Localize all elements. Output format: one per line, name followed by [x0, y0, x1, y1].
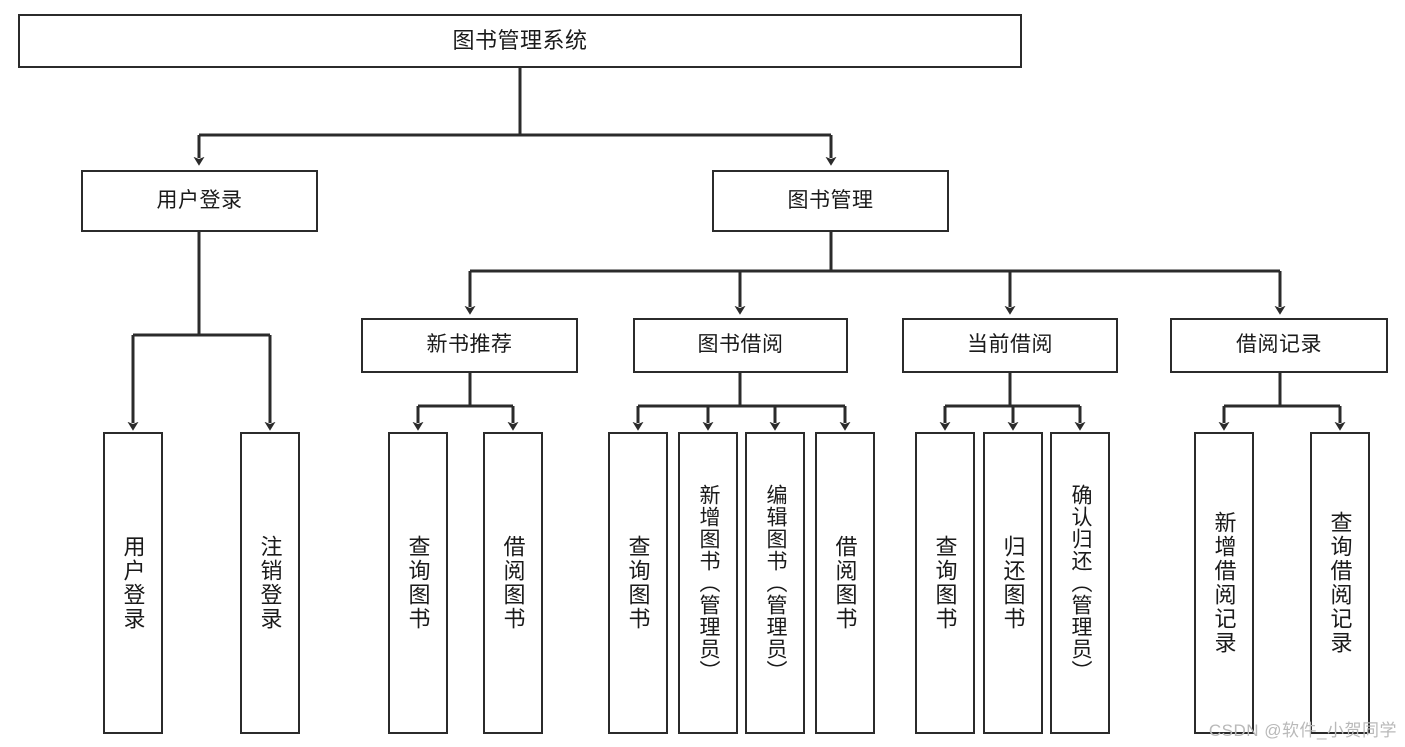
leaf-query-book-borrowing[interactable]: 查询图书 [608, 432, 668, 734]
leaf-edit-book-admin[interactable]: 编辑图书（管理员） [745, 432, 805, 734]
leaf-borrow-book-new-rec[interactable]: 借阅图书 [483, 432, 543, 734]
leaf-query-borrow-record[interactable]: 查询借阅记录 [1310, 432, 1370, 734]
node-label: 确认归还（管理员） [1069, 484, 1093, 682]
node-label: 新增借阅记录 [1211, 511, 1237, 655]
node-label: 新书推荐 [426, 333, 513, 357]
leaf-confirm-return-admin[interactable]: 确认归还（管理员） [1050, 432, 1110, 734]
leaf-logout-login[interactable]: 注销登录 [240, 432, 300, 734]
node-label: 图书借阅 [697, 333, 784, 357]
node-label: 借阅图书 [832, 535, 858, 631]
node-new-book-recommendation[interactable]: 新书推荐 [361, 318, 578, 373]
leaf-query-book-new-rec[interactable]: 查询图书 [388, 432, 448, 734]
node-label: 图书管理系统 [452, 28, 588, 54]
leaf-user-login[interactable]: 用户登录 [103, 432, 163, 734]
leaf-query-book-current[interactable]: 查询图书 [915, 432, 975, 734]
node-label: 用户登录 [120, 535, 146, 631]
node-label: 图书管理 [787, 188, 874, 212]
leaf-borrow-book-borrowing[interactable]: 借阅图书 [815, 432, 875, 734]
leaf-add-borrow-record[interactable]: 新增借阅记录 [1194, 432, 1254, 734]
node-label: 归还图书 [1000, 535, 1026, 631]
csdn-watermark: CSDN @软件_小贺同学 [1208, 721, 1397, 740]
node-label: 用户登录 [156, 188, 243, 212]
node-label: 借阅图书 [500, 535, 526, 631]
node-label: 查询借阅记录 [1327, 511, 1353, 655]
node-current-borrowing[interactable]: 当前借阅 [902, 318, 1118, 373]
node-book-management[interactable]: 图书管理 [712, 170, 949, 232]
node-label: 查询图书 [932, 535, 958, 631]
node-user-login[interactable]: 用户登录 [81, 170, 318, 232]
leaf-return-book[interactable]: 归还图书 [983, 432, 1043, 734]
node-label: 注销登录 [257, 535, 283, 631]
node-book-borrowing[interactable]: 图书借阅 [633, 318, 848, 373]
node-label: 当前借阅 [967, 333, 1053, 357]
node-label: 借阅记录 [1236, 333, 1322, 357]
node-label: 编辑图书（管理员） [764, 484, 788, 682]
leaf-add-book-admin[interactable]: 新增图书（管理员） [678, 432, 738, 734]
node-borrowing-record[interactable]: 借阅记录 [1170, 318, 1388, 373]
node-label: 查询图书 [405, 535, 431, 631]
node-label: 新增图书（管理员） [697, 484, 721, 682]
node-root-book-management-system[interactable]: 图书管理系统 [18, 14, 1022, 68]
node-label: 查询图书 [625, 535, 651, 631]
